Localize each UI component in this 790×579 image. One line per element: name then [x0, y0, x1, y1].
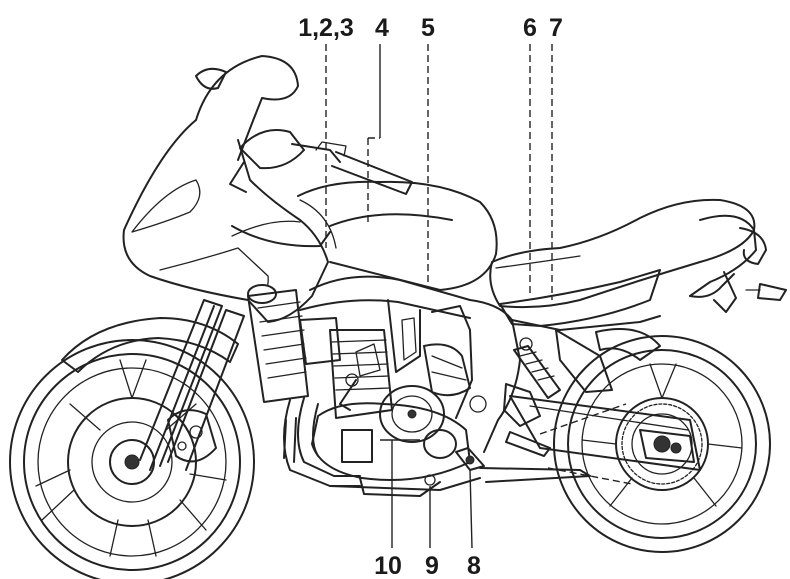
- fuel-tank: [297, 180, 498, 291]
- rear-wheel: [553, 335, 771, 553]
- front-fork: [139, 299, 245, 471]
- callout-7: 7: [549, 14, 563, 42]
- exhaust-headers: [283, 397, 481, 491]
- callout-4: 4: [375, 14, 389, 42]
- engine: [299, 317, 487, 497]
- callout-labels: 1,2,3 4 5 6 7 8 9 10: [298, 14, 563, 579]
- rear-subframe: [555, 329, 613, 393]
- front-fender: [61, 317, 239, 373]
- chain-drive: [539, 403, 703, 485]
- callout-5: 5: [421, 14, 435, 42]
- handlebar-cluster: [229, 129, 413, 195]
- callout-1-2-3: 1,2,3: [298, 14, 354, 42]
- callout-8: 8: [467, 552, 481, 579]
- frame: [299, 275, 661, 453]
- front-wheel: [9, 339, 255, 579]
- tail-section: [689, 214, 787, 313]
- callout-10: 10: [374, 552, 402, 579]
- rear-hugger: [595, 328, 661, 361]
- radiator: [247, 289, 309, 403]
- callout-6: 6: [523, 14, 537, 42]
- callout-9: 9: [425, 552, 439, 579]
- rear-shock: [513, 337, 561, 399]
- front-fairing: [122, 55, 331, 323]
- leader-lines: [325, 44, 553, 549]
- side-cover: [499, 269, 661, 327]
- swingarm: [509, 395, 701, 471]
